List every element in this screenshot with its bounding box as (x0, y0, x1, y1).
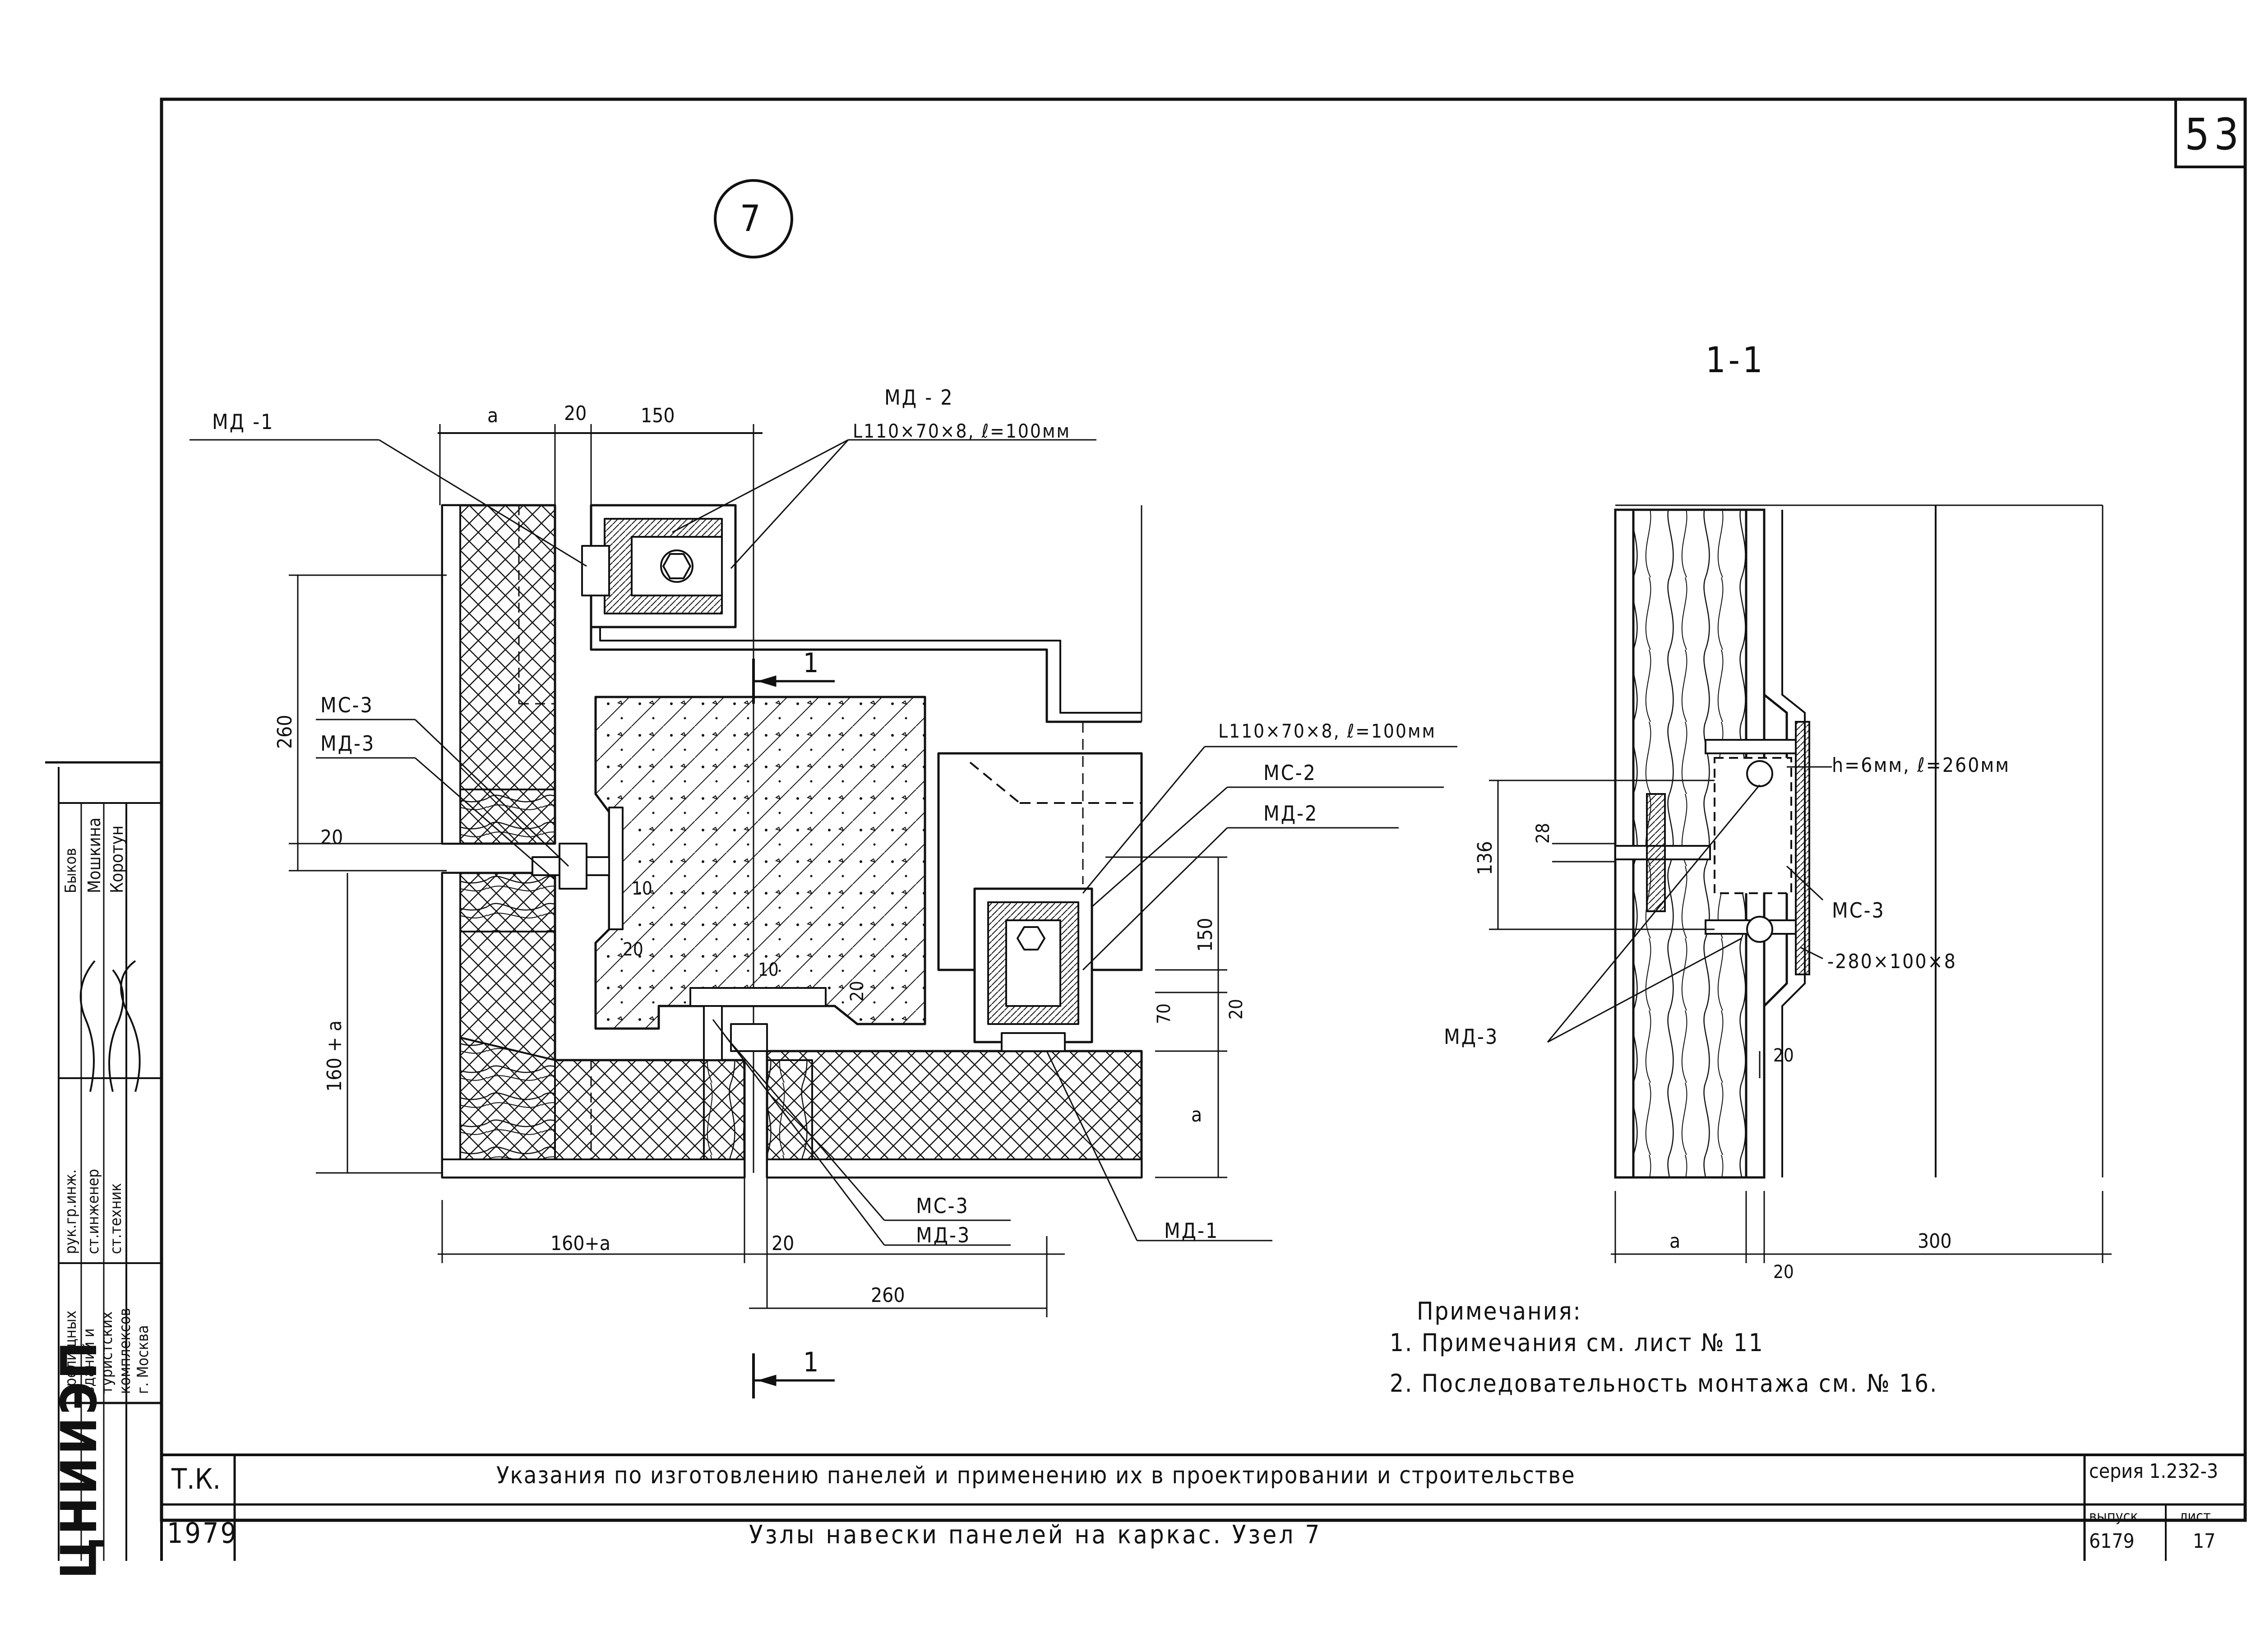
stamp-name-2: Мошкина (84, 817, 104, 893)
dim-sec-300: 300 (1918, 1230, 1952, 1253)
title-sheet-label: лист (2179, 1508, 2211, 1525)
dim-150-right: 150 (1194, 918, 1217, 952)
stamp-dept-2: зданий и (80, 1328, 98, 1394)
title-series: серия 1.232-3 (2089, 1460, 2219, 1483)
notes-item-1: 1. Примечания см. лист № 11 (1390, 1329, 1764, 1357)
stamp-dept-3: туристских (98, 1311, 116, 1394)
section-marker-bottom: 1 (803, 1347, 819, 1378)
dim-260-bottom: 260 (871, 1284, 905, 1307)
title-year: 1979 (167, 1517, 238, 1550)
label-sec-md3: МД-3 (1444, 1024, 1499, 1049)
section-1-1 (1489, 504, 2112, 1263)
title-issue-label: выпуск (2089, 1508, 2138, 1525)
title-line-2: Узлы навески панелей на каркас. Узел 7 (749, 1520, 1322, 1550)
stamp-dept-1: зрелищных (62, 1310, 80, 1394)
section-title: 1-1 (1706, 340, 1766, 381)
node-number: 7 (740, 198, 761, 240)
label-sec-strip: -280×100×8 (1827, 950, 1957, 973)
dim-20-left: 20 (320, 826, 343, 849)
sheet-frame (160, 97, 2247, 1522)
stamp-dept-5: г. Москва (134, 1325, 152, 1394)
section-marker-top: 1 (803, 647, 819, 679)
dim-10-mid: 10 (632, 878, 652, 899)
label-md2-right: МД-2 (1263, 801, 1318, 826)
stamp-role-3: ст.техник (107, 1183, 125, 1254)
title-sheet-value: 17 (2193, 1530, 2216, 1553)
label-md1-bottom: МД-1 (1164, 1218, 1219, 1243)
dim-sec-136: 136 (1474, 841, 1497, 875)
dim-a-top: a (487, 404, 499, 427)
stamp-name-3: Коротун (107, 825, 127, 893)
dim-20-mid: 20 (623, 939, 643, 960)
stamp-name-1: Быков (62, 848, 80, 893)
dim-160a-bottom: 160+a (550, 1232, 610, 1255)
title-line-1: Указания по изготовлению панелей и приме… (496, 1462, 1576, 1489)
label-md1-top: МД -1 (212, 410, 274, 434)
title-code: Т.К. (171, 1463, 221, 1495)
approval-stamp (45, 761, 162, 1561)
dim-70-right: 70 (1154, 1003, 1174, 1024)
dim-a-right: a (1191, 1103, 1202, 1126)
dim-sec-a: a (1669, 1230, 1681, 1253)
label-angle-right: L110×70×8, ℓ=100мм (1218, 720, 1436, 742)
dim-sec-28: 28 (1533, 823, 1553, 844)
label-md3-left: МД-3 (320, 731, 375, 756)
dim-sec-20: 20 (1773, 1262, 1794, 1283)
sheet-number-box (2174, 98, 2247, 168)
dim-20-bottom: 20 (772, 1232, 795, 1255)
stamp-dept-4: комплексов (116, 1308, 134, 1394)
label-sec-plate: h=6мм, ℓ=260мм (1832, 754, 2011, 777)
label-md2-top: МД - 2 (884, 385, 954, 410)
dim-20-top: 20 (564, 402, 587, 425)
label-mc3-left: МС-3 (320, 693, 374, 717)
dim-10-low: 10 (758, 960, 779, 980)
leaders-plan (190, 439, 1457, 1246)
label-md3-bottom: МД-3 (916, 1223, 971, 1247)
dim-20-low: 20 (847, 981, 868, 1001)
label-mc3-bottom: МС-3 (916, 1194, 969, 1218)
dim-150-top: 150 (641, 404, 675, 427)
stamp-role-1: рук.гр.инж. (62, 1169, 80, 1254)
label-mc2-right: МС-2 (1263, 761, 1317, 785)
dim-sec-20-side: 20 (1773, 1045, 1794, 1066)
dim-20-right: 20 (1226, 999, 1247, 1020)
sheet-number: 53 (2185, 109, 2243, 160)
dim-160a-left: 160 + a (323, 1020, 346, 1092)
node-number-circle (714, 179, 793, 258)
stamp-role-2: ст.инженер (84, 1169, 102, 1254)
title-issue-value: 6179 (2089, 1530, 2135, 1553)
node-7-plan (289, 424, 1227, 1398)
label-angle-top: L110×70×8, ℓ=100мм (853, 420, 1071, 442)
notes-item-2: 2. Последовательность монтажа см. № 16. (1390, 1369, 1938, 1398)
notes-heading: Примечания: (1417, 1297, 1582, 1325)
label-sec-mc3: МС-3 (1832, 898, 1885, 923)
dim-260-left: 260 (273, 715, 296, 749)
